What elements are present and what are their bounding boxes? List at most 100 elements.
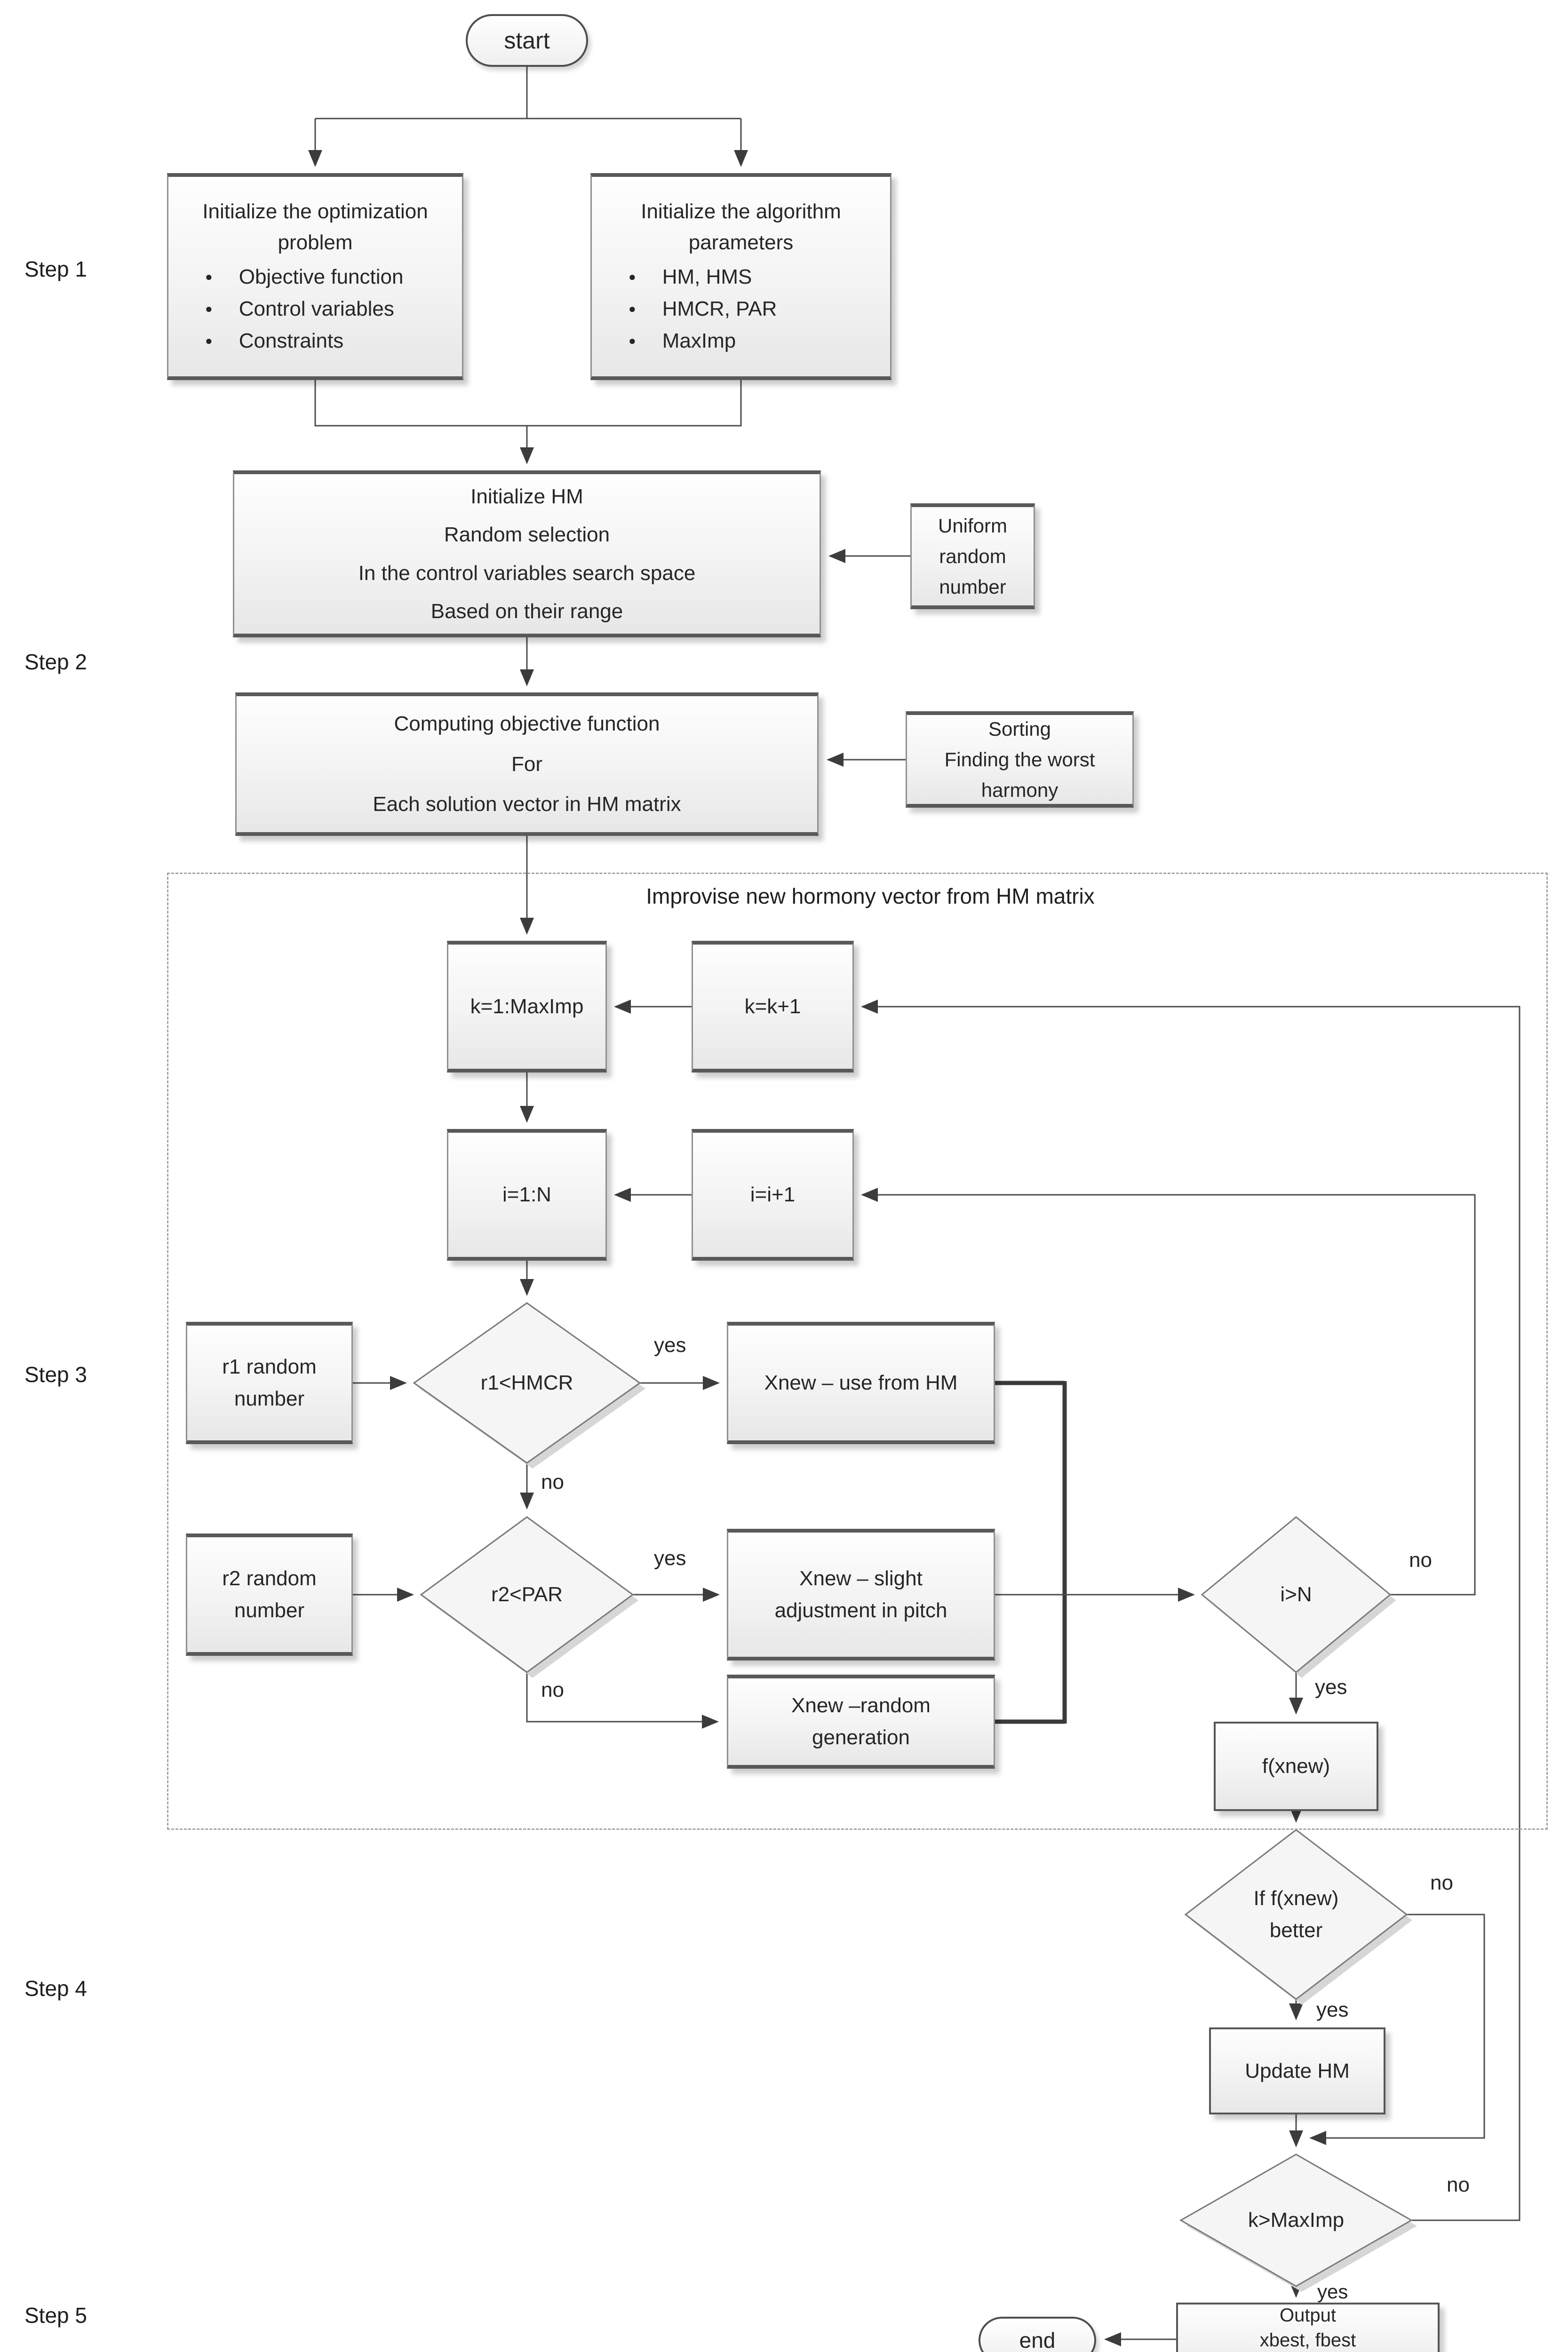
step-2-label: Step 2 [24,650,87,674]
edge-join-left [314,380,742,427]
r2-random-line: r2 random [222,1566,317,1590]
xnew-pitch-line: adjustment in pitch [774,1599,947,1622]
bullet-text: HMCR, PAR [662,297,777,320]
kdec-decision-text: k>MaxImp [1248,2209,1345,2232]
init-hm-line: Based on their range [430,599,623,623]
start-terminator: start [466,14,588,67]
xnew-use-hm-box: Xnew – use from HM [727,1322,995,1444]
r1-yes-label: yes [654,1334,686,1357]
better-yes-label: yes [1316,1998,1349,2021]
compute-objective-box: Computing objective function For Each so… [235,692,819,836]
init-params-title-2: parameters [688,230,794,254]
r1-decision-text: r1<HMCR [480,1371,573,1394]
k-increment-box: k=k+1 [692,941,854,1073]
bullet-item: ●Constraints [205,325,462,357]
update-hm-box: Update HM [1209,2027,1385,2114]
fxnew-box: f(xnew) [1214,1722,1378,1811]
init-problem-bullets: ● Objective function ● Control variables ●… [168,261,462,358]
xnew-pitch-box: Xnew – slight adjustment in pitch [727,1529,995,1661]
kdec-yes-label: yes [1317,2280,1348,2303]
bullet-item: ● Control variables [205,293,462,325]
init-problem-box: Initialize the optimization problem ● Obj… [167,173,463,380]
bullet-item: ● HM, HMS [629,261,890,293]
xnew-random-box: Xnew –random generation [727,1675,995,1769]
better-no-label: no [1430,1871,1453,1894]
xnew-random-line: Xnew –random [791,1693,931,1717]
step-1-label: Step 1 [24,257,87,281]
output-line: xbest, fbest [1259,2329,1356,2351]
step-3-label: Step 3 [24,1362,87,1387]
fxnew-label: f(xnew) [1262,1755,1330,1778]
i-loop-box: i=1:N [447,1129,607,1261]
sorting-line: harmony [981,779,1059,802]
r1-random-line: number [234,1387,305,1410]
bullet-icon: ● [629,301,636,316]
start-label: start [504,27,550,54]
better-decision-text: If f(xnew) [1253,1886,1339,1910]
init-hm-box: Initialize HM Random selection In the co… [233,470,821,637]
edge-kdec-no-loop [861,1000,1520,2221]
sorting-box: Sorting Finding the worst harmony [906,711,1134,808]
xnew-use-hm-label: Xnew – use from HM [764,1371,958,1394]
idec-decision-diamond [1201,1516,1392,1673]
better-decision-label: If f(xnew) better [1186,1830,1407,1999]
bullet-text: HM, HMS [662,265,752,288]
uniform-line: random [939,545,1006,567]
kdec-decision-diamond [1179,2153,1413,2287]
uniform-line: number [939,576,1006,598]
r2-yes-label: yes [654,1547,686,1570]
step-5-label: Step 5 [24,2303,87,2328]
bullet-item: ●MaxImp [629,325,890,357]
compute-line: Computing objective function [394,712,660,735]
xnew-pitch-line: Xnew – slight [799,1566,923,1590]
compute-line: For [511,752,542,776]
update-hm-label: Update HM [1245,2059,1350,2082]
init-hm-line: Initialize HM [470,485,583,508]
better-decision-text: better [1269,1919,1323,1942]
r2-random-box: r2 random number [186,1534,353,1656]
init-params-box: Initialize the algorithm parameters ●HM,… [590,173,891,380]
improvise-region [167,873,1548,1830]
output-line: Output [1279,2304,1337,2326]
bullet-icon: ● [205,301,213,316]
idec-yes-label: yes [1315,1676,1347,1699]
r1-decision-diamond [413,1302,641,1464]
r1-random-line: r1 random [222,1355,317,1378]
i-increment-label: i=i+1 [750,1183,796,1206]
r1-no-label: no [541,1470,564,1494]
bullet-text: Objective function [239,265,404,288]
k-increment-label: k=k+1 [744,995,801,1018]
end-terminator: end [979,2317,1096,2352]
sorting-line: Finding the worst [944,748,1095,771]
r2-no-label: no [541,1678,564,1701]
bullet-icon: ● [205,269,213,284]
edge-better-no-loop [1309,1914,1485,2145]
bullet-item: ● Objective function [205,261,462,293]
compute-line: Each solution vector in HM matrix [373,793,681,816]
r1-decision-label: r1<HMCR [414,1303,640,1463]
init-params-bullets: ● HM, HMS ● HMCR, PAR ●MaxImp [592,261,890,358]
init-problem-title-1: Initialize the optimization [202,199,428,223]
bullet-icon: ● [629,269,636,284]
better-decision-diamond [1184,1829,1408,2000]
r1-random-box: r1 random number [186,1322,353,1444]
init-hm-line: Random selection [444,523,610,547]
bullet-item: ● HMCR, PAR [629,293,890,325]
edge-idec-no-loop [861,1188,1476,1596]
k-loop-box: k=1:MaxImp [447,941,607,1073]
bullet-icon: ● [205,334,213,348]
r2-decision-diamond [420,1516,634,1673]
bullet-text: Control variables [239,297,394,320]
end-label: end [1019,2328,1056,2352]
bullet-text: MaxImp [662,329,736,353]
improvise-region-title: Improvise new hormony vector from HM mat… [646,884,1095,908]
init-problem-title-2: problem [278,230,353,254]
idec-no-label: no [1409,1549,1432,1572]
kdec-decision-label: k>MaxImp [1181,2154,1411,2286]
xnew-random-line: generation [812,1726,910,1749]
r2-decision-label: r2<PAR [421,1517,633,1672]
kdec-no-label: no [1447,2173,1470,2196]
k-loop-label: k=1:MaxImp [470,995,584,1018]
